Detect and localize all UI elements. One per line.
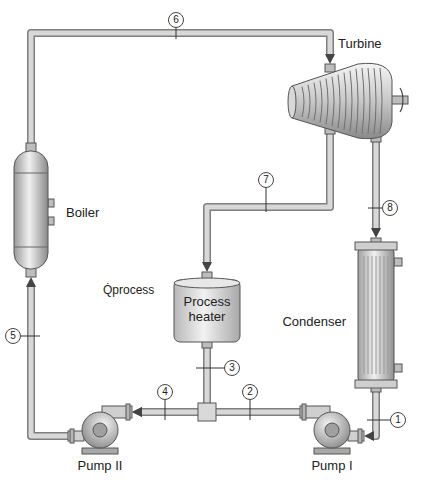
callout-number: 1 (390, 412, 406, 428)
pipe-connector (364, 392, 376, 441)
callout-number: 5 (5, 328, 21, 344)
mixing-chamber (198, 403, 216, 421)
flow-arrowhead (132, 407, 142, 417)
boiler-illustration (8, 143, 54, 277)
pipe-connector (31, 33, 335, 143)
pump-node: Pump I (300, 396, 364, 456)
flow-arrowhead (325, 54, 335, 64)
pump-label: Pump I (292, 458, 372, 473)
pipe-connector (202, 134, 330, 272)
callout-number: 2 (242, 384, 258, 400)
callout-number: 3 (224, 360, 240, 376)
callout-number: 8 (382, 200, 398, 216)
condenser-label: Condenser (276, 314, 346, 329)
callout-ticks (21, 27, 391, 420)
pipe-connector (132, 348, 207, 417)
pipe-connector (371, 142, 381, 238)
pump-illustration (300, 396, 364, 456)
process-heater-label: Process heater (175, 294, 239, 324)
callout-number: 6 (168, 12, 184, 28)
turbine-node: Turbine (288, 58, 400, 144)
flow-arrowhead (364, 431, 374, 441)
callout-number: 4 (157, 384, 173, 400)
flow-arrowhead (371, 228, 381, 238)
flow-arrowhead (202, 262, 212, 272)
pump-node: Pump II (68, 396, 132, 456)
flow-arrowhead (132, 407, 142, 417)
boiler-label: Boiler (66, 205, 99, 220)
callout-number: 7 (258, 172, 274, 188)
heat-flow-label: Q̇process (103, 283, 154, 298)
turbine-illustration (288, 58, 400, 144)
process-heater-node: Process heater (170, 272, 244, 348)
pump-label: Pump II (60, 458, 140, 473)
turbine-label: Turbine (338, 36, 382, 51)
pump-illustration (68, 396, 132, 456)
pipe-connector (26, 277, 68, 436)
boiler-node: Boiler (8, 143, 54, 277)
condenser-illustration (350, 238, 402, 392)
flow-arrowhead (26, 277, 36, 287)
condenser-node: Condenser (350, 238, 402, 392)
